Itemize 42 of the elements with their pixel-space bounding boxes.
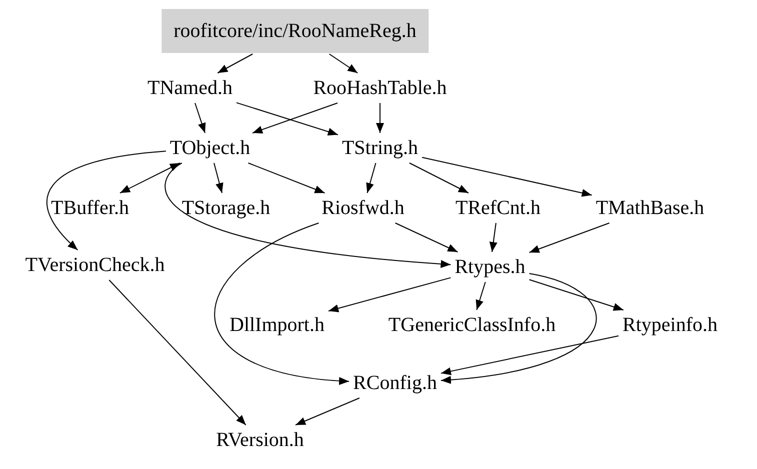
- file-label: Rtypeinfo.h: [620, 311, 720, 339]
- arrow: [528, 222, 610, 254]
- arrow: [409, 162, 469, 194]
- file-label: Rtypes.h: [452, 253, 528, 281]
- arrow: [252, 102, 338, 134]
- file-label: TNamed.h: [144, 74, 236, 102]
- arrow: [214, 222, 350, 384]
- file-label: RVersion.h: [213, 426, 307, 454]
- arrow: [120, 162, 180, 194]
- arrow: [328, 54, 358, 74]
- arrow: [248, 162, 326, 194]
- arrow: [376, 102, 384, 134]
- arrow: [394, 222, 458, 252]
- arrow: [236, 102, 338, 136]
- file-label: Riosfwd.h: [318, 194, 408, 222]
- arrow: [164, 162, 452, 268]
- arrow: [194, 102, 206, 134]
- arrow: [217, 54, 254, 74]
- arrow: [46, 150, 166, 250]
- file-label: RooHashTable.h: [310, 74, 450, 102]
- arrow: [295, 398, 360, 426]
- file-box: roofitcore/inc/RooNameReg.h: [162, 9, 428, 53]
- file-label: TString.h: [338, 134, 422, 162]
- arrow: [214, 162, 224, 194]
- file-label: TGenericClassInfo.h: [385, 311, 559, 339]
- file-label: TObject.h: [166, 134, 254, 162]
- file-label: RConfig.h: [350, 369, 440, 397]
- arrow: [476, 282, 486, 310]
- file-label: TStorage.h: [178, 194, 274, 222]
- arrow: [366, 162, 376, 194]
- arrow: [108, 280, 246, 426]
- arrow: [528, 279, 624, 311]
- file-label: TRefCnt.h: [452, 194, 544, 222]
- file-label: TBuffer.h: [48, 194, 132, 222]
- file-label: TMathBase.h: [592, 194, 708, 222]
- arrow: [489, 222, 498, 252]
- arrow: [440, 335, 619, 376]
- file-label: DllImport.h: [226, 311, 328, 339]
- arrow: [440, 272, 597, 384]
- arrow: [422, 156, 592, 197]
- arrow: [328, 277, 452, 312]
- file-label: TVersionCheck.h: [22, 251, 168, 279]
